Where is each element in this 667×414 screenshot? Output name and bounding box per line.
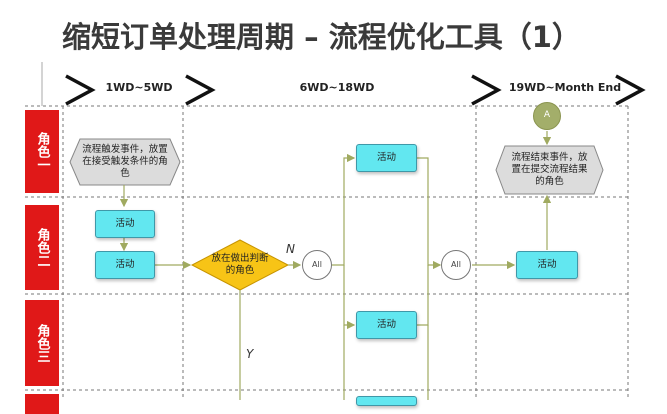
branch-label-no: N [286,242,295,256]
all-gate[interactable]: All [441,250,471,280]
connector-a[interactable]: A [533,102,561,130]
lane-label-role-3: 角色三 [25,300,59,386]
flowchart-canvas [25,62,646,400]
end-event[interactable]: 流程结束事件，放置在提交流程结果的角色 [511,152,588,187]
phase-label-3: 19WD~Month End [508,81,622,94]
trigger-event-shape [69,138,181,186]
phase-chevrons [65,74,646,106]
lane-label-role-2: 角色二 [25,205,59,290]
lane-label-role-4 [25,394,59,414]
phase-label-2: 6WD~18WD [299,81,375,94]
activity-box-partial[interactable] [356,396,417,406]
end-event-shape [495,145,604,195]
activity-box[interactable]: 活动 [516,251,578,279]
lane-dividers [25,105,629,400]
phase-label-1: 1WD~5WD [105,81,173,94]
branch-label-yes: Y [246,347,254,361]
activity-box[interactable]: 活动 [356,311,417,339]
activity-box[interactable]: 活动 [95,210,155,238]
activity-box[interactable]: 活动 [95,251,155,279]
chevron-icon [471,74,502,106]
activity-box[interactable]: 活动 [356,144,417,172]
decision-node[interactable]: 放在做出判断的角色 [211,253,269,276]
lane-label-role-1: 角色一 [25,110,59,193]
trigger-event[interactable]: 流程触发事件，放置在接受触发条件的角色 [82,144,168,179]
chevron-icon [65,74,96,106]
page-title: 缩短订单处理周期 – 流程优化工具（1） [62,20,581,54]
chevron-icon [615,74,646,106]
all-gate[interactable]: All [302,250,332,280]
chevron-icon [185,74,216,106]
